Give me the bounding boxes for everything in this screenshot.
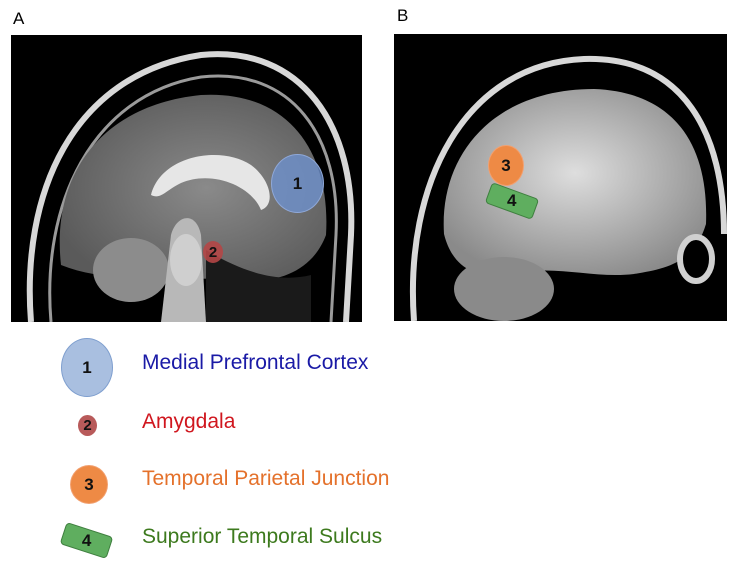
legend-label-superior-temporal-sulcus: Superior Temporal Sulcus xyxy=(142,525,383,548)
legend-label-temporal-parietal-junction: Temporal Parietal Junction xyxy=(142,467,390,490)
brain-medial-illustration xyxy=(26,51,355,322)
legend-label-amygdala: Amygdala xyxy=(142,410,236,433)
legend-icon-4: 4 xyxy=(59,521,114,560)
panel-a-medial-brain-image: 1 2 xyxy=(11,35,362,322)
legend-number: 2 xyxy=(83,417,92,434)
panel-b-label: B xyxy=(397,6,409,25)
legend-number: 1 xyxy=(82,357,92,377)
legend-icon-2: 2 xyxy=(78,415,97,436)
marker-number: 1 xyxy=(292,173,303,193)
legend-icon-1: 1 xyxy=(61,338,113,397)
legend-icon-3: 3 xyxy=(70,465,108,504)
marker-number: 3 xyxy=(501,155,511,175)
marker-3-temporal-parietal-junction: 3 xyxy=(488,145,524,186)
marker-number: 4 xyxy=(507,191,517,210)
panel-a-label: A xyxy=(13,9,25,28)
brain-lateral-illustration xyxy=(410,55,727,321)
marker-1-medial-prefrontal-cortex: 1 xyxy=(271,154,324,213)
legend-number: 4 xyxy=(81,530,92,550)
legend-number: 3 xyxy=(84,474,94,494)
marker-number: 2 xyxy=(208,243,218,261)
legend-label-medial-prefrontal-cortex: Medial Prefrontal Cortex xyxy=(142,351,369,374)
marker-2-amygdala: 2 xyxy=(203,241,223,263)
panel-b-lateral-brain-image: 3 4 xyxy=(394,34,727,321)
